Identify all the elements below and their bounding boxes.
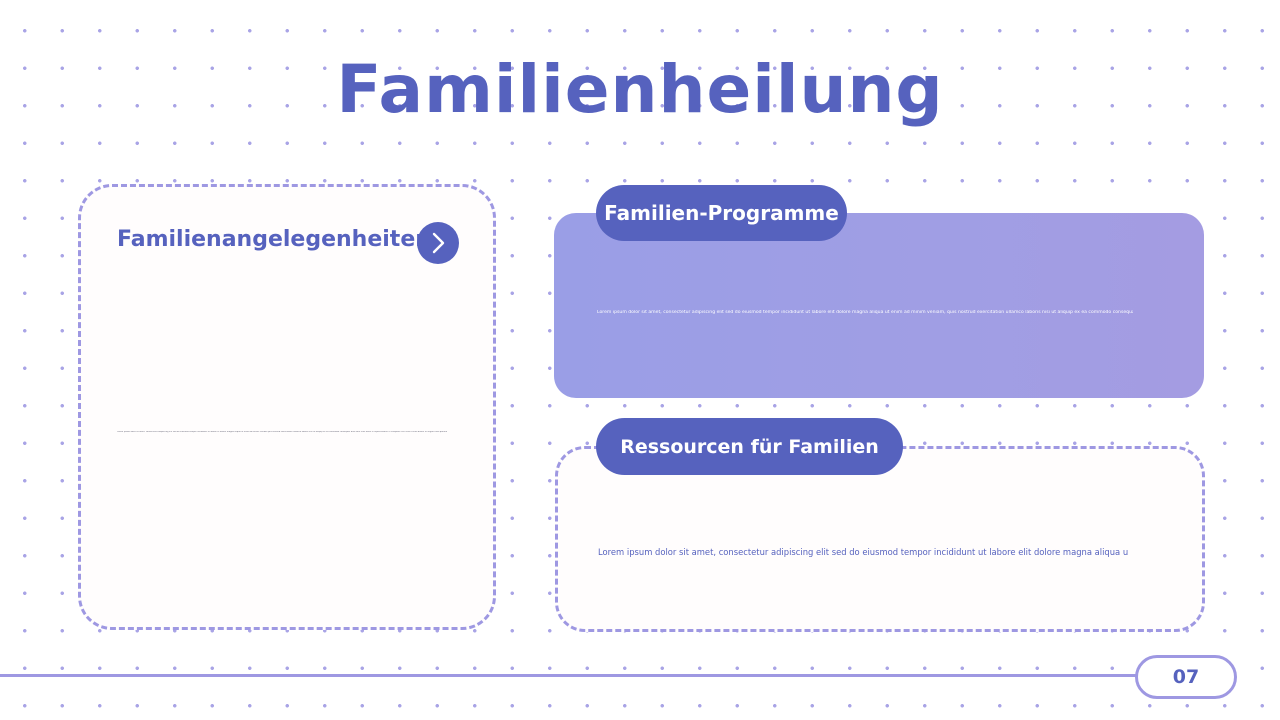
page-number-badge: 07 (1135, 655, 1237, 699)
family-matters-title: Familienangelegenheiten (117, 227, 431, 252)
chevron-right-icon (432, 232, 445, 254)
resources-text: Lorem ipsum dolor sit amet, consectetur … (598, 547, 1129, 557)
programs-label: Familien-Programme (596, 185, 847, 241)
programs-card: Lorem ipsum dolor sit amet, consectetur … (554, 213, 1204, 398)
family-matters-card: Familienangelegenheiten Lorem ipsum dolo… (78, 184, 496, 630)
family-matters-text: Lorem ipsum dolor sit amet, consectetur … (117, 431, 447, 433)
resources-label: Ressourcen für Familien (596, 418, 903, 475)
next-button[interactable] (417, 222, 459, 264)
programs-text: Lorem ipsum dolor sit amet, consectetur … (597, 310, 1133, 315)
footer-divider (0, 674, 1140, 677)
resources-card: Lorem ipsum dolor sit amet, consectetur … (555, 446, 1205, 632)
slide-title: Familienheilung (336, 51, 944, 128)
